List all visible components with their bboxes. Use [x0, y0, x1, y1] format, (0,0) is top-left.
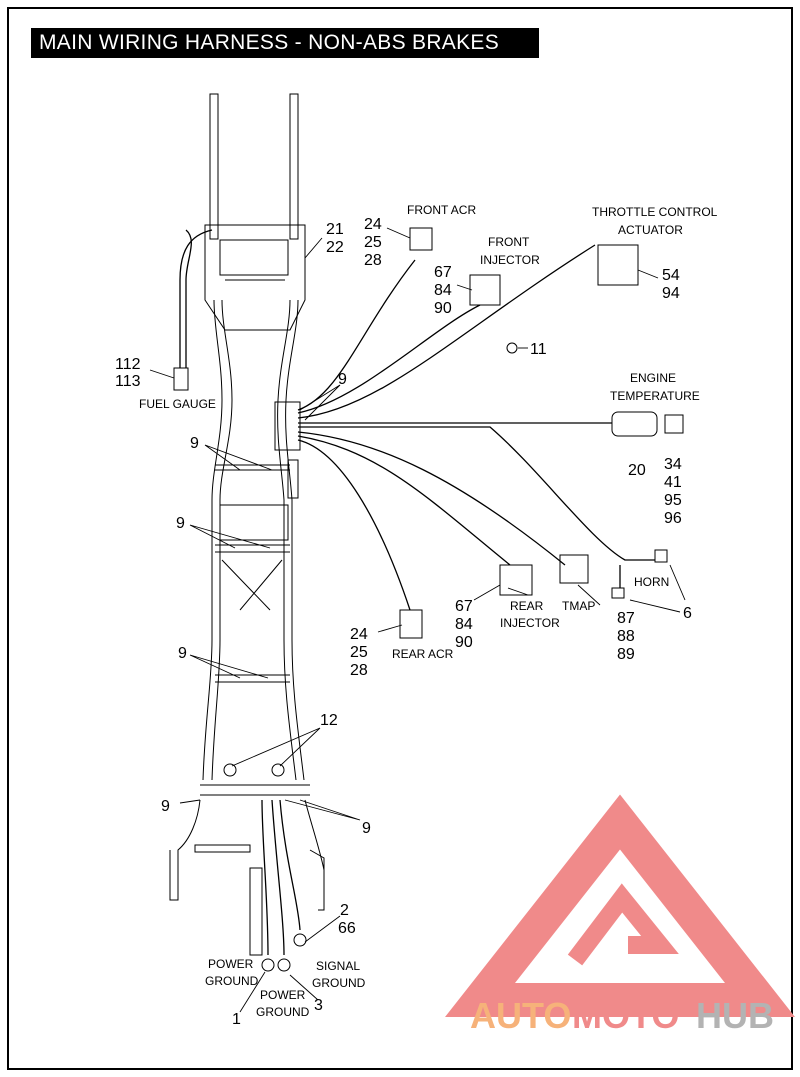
callout-rear-acr-25: 25 — [350, 644, 368, 661]
harness-branches — [261, 227, 684, 972]
callout-112: 112 — [115, 356, 141, 373]
rear-injector-connector — [499, 564, 533, 596]
label-fuel-gauge: FUEL GAUGE — [139, 397, 216, 411]
callout-rear-injector-84: 84 — [455, 616, 473, 633]
callout-89: 89 — [617, 646, 635, 663]
power-ground-ring-center — [277, 958, 291, 972]
callout-9-rear-right: 9 — [362, 820, 371, 837]
callout-rear-injector-90: 90 — [455, 634, 473, 651]
label-horn: HORN — [634, 575, 669, 589]
engine-temp-sender — [611, 411, 658, 437]
callout-rear-acr-24: 24 — [350, 626, 368, 643]
label-power-ground-left-1: POWER — [208, 957, 254, 971]
power-ground-ring-left — [261, 958, 275, 972]
callout-front-acr-28: 28 — [364, 252, 382, 269]
label-signal-ground-1: SIGNAL — [316, 959, 360, 973]
page-title: MAIN WIRING HARNESS - NON-ABS BRAKES — [31, 28, 539, 58]
callout-87: 87 — [617, 610, 635, 627]
label-throttle-1: THROTTLE CONTROL — [592, 205, 718, 219]
label-front-injector-1: FRONT — [488, 235, 530, 249]
callout-throttle-94: 94 — [662, 285, 680, 302]
callout-34: 34 — [664, 456, 682, 473]
callout-9-lower: 9 — [178, 645, 187, 662]
callout-9-rear-left: 9 — [161, 798, 170, 815]
callout-front-acr-25: 25 — [364, 234, 382, 251]
label-signal-ground-2: GROUND — [312, 976, 366, 990]
frame-rails — [169, 93, 325, 956]
horn-connector-b — [611, 587, 625, 599]
tmap-connector — [559, 554, 589, 584]
signal-ground-ring — [293, 933, 307, 947]
fuel-gauge-connector — [173, 367, 189, 391]
label-rear-acr: REAR ACR — [392, 647, 454, 661]
callout-front-injector-90: 90 — [434, 300, 452, 317]
leader-lines — [149, 227, 686, 1013]
logo-g-shape — [567, 883, 679, 966]
callout-11: 11 — [530, 341, 547, 358]
front-acr-connector — [409, 227, 433, 251]
label-engine-temp-1: ENGINE — [630, 371, 676, 385]
callout-9-junction: 9 — [338, 371, 347, 388]
throttle-actuator-connector — [597, 244, 639, 286]
callout-12: 12 — [320, 712, 338, 729]
callout-9-upper: 9 — [190, 435, 199, 452]
callout-113: 113 — [115, 373, 141, 390]
label-rear-injector-1: REAR — [510, 599, 544, 613]
label-power-ground-center-1: POWER — [260, 988, 306, 1002]
callout-95: 95 — [664, 492, 682, 509]
clip-11 — [506, 342, 518, 354]
callout-88: 88 — [617, 628, 635, 645]
label-front-injector-2: INJECTOR — [480, 253, 540, 267]
horn-connector-a — [654, 549, 668, 563]
callout-9-mid: 9 — [176, 515, 185, 532]
label-throttle-2: ACTUATOR — [618, 223, 683, 237]
label-power-ground-left-2: GROUND — [205, 974, 259, 988]
fuel-gauge-wire — [173, 229, 213, 391]
harness-junction — [274, 401, 301, 451]
callout-rear-acr-28: 28 — [350, 662, 368, 679]
logo-text-auto: AUTO — [470, 995, 571, 1036]
logo-text-hub: HUB — [696, 995, 774, 1036]
callout-66: 66 — [338, 920, 356, 937]
label-power-ground-center-2: GROUND — [256, 1005, 310, 1019]
label-front-acr: FRONT ACR — [407, 203, 476, 217]
logo-text-moto: MOTO — [572, 995, 679, 1036]
callout-96: 96 — [664, 510, 682, 527]
callout-front-injector-67: 67 — [434, 264, 452, 281]
callout-2: 2 — [340, 902, 349, 919]
label-tmap: TMAP — [562, 599, 595, 613]
callout-rear-injector-67: 67 — [455, 598, 473, 615]
label-rear-injector-2: INJECTOR — [500, 616, 560, 630]
callout-throttle-54: 54 — [662, 267, 680, 284]
callout-20: 20 — [628, 462, 646, 479]
engine-temp-connector — [664, 414, 684, 434]
callout-21: 21 — [326, 221, 344, 238]
callout-3: 3 — [314, 997, 323, 1014]
logo-triangle-outer — [445, 794, 795, 1017]
rear-acr-connector — [399, 609, 423, 639]
callout-front-acr-24: 24 — [364, 216, 382, 233]
label-engine-temp-2: TEMPERATURE — [610, 389, 700, 403]
callout-22: 22 — [326, 239, 344, 256]
callout-1: 1 — [232, 1011, 241, 1028]
front-injector-connector — [469, 274, 501, 306]
callout-front-injector-84: 84 — [434, 282, 452, 299]
page-border — [7, 7, 793, 1070]
callout-41: 41 — [664, 474, 682, 491]
callout-6: 6 — [683, 605, 692, 622]
automotohub-logo: AUTO MOTO HUB — [445, 794, 795, 1036]
